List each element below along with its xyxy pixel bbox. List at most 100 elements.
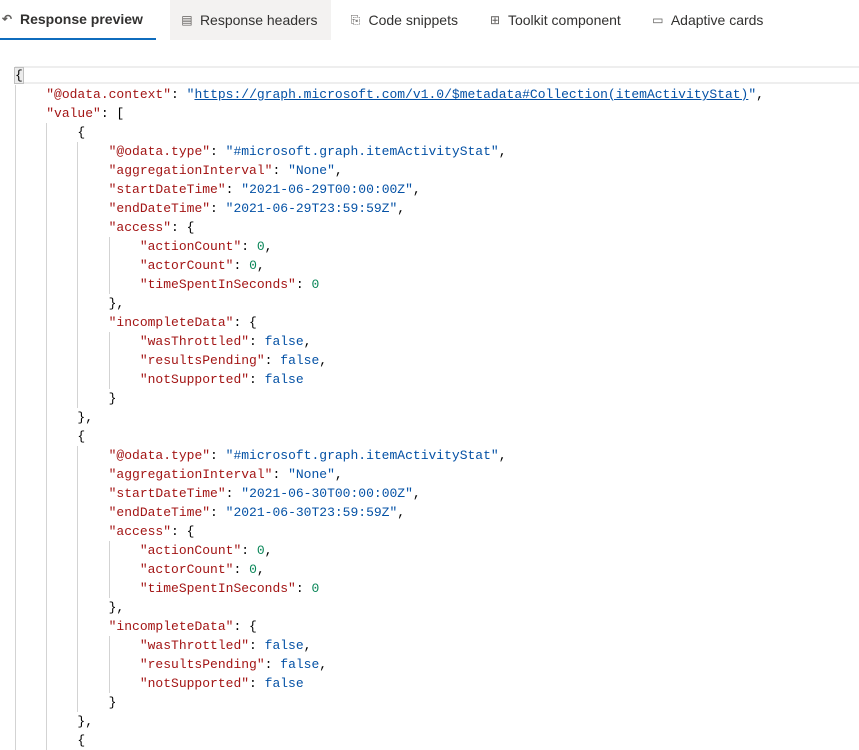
indent-guide: [15, 560, 16, 579]
code-token: :: [295, 581, 312, 596]
indent-guide: [108, 370, 110, 389]
code-token: ": [748, 87, 757, 102]
code-line: "timeSpentInSeconds": 0: [15, 579, 319, 598]
indent-guide: [15, 446, 16, 465]
indent-guide: [77, 484, 79, 503]
json-response-viewer[interactable]: { "@odata.context": "https://graph.micro…: [0, 66, 859, 750]
tab-adaptive-cards[interactable]: ▭ Adaptive cards: [648, 0, 777, 40]
code-line: "@odata.type": "#microsoft.graph.itemAct…: [15, 446, 507, 465]
indent-guide: [15, 427, 16, 446]
indent-guide: [77, 693, 79, 712]
code-token: :: [233, 258, 250, 273]
code-token: ,: [412, 486, 421, 501]
indent-guide: [15, 579, 16, 598]
code-token: false: [264, 676, 304, 691]
indent-guide: [108, 351, 110, 370]
indent-guide: [108, 579, 110, 598]
code-token: "None": [288, 163, 335, 178]
code-token: ,: [256, 562, 265, 577]
indent-guide: [108, 636, 110, 655]
code-line: },: [15, 408, 93, 427]
code-token: : [: [100, 106, 125, 121]
indent-guide: [15, 104, 16, 123]
indent-guide: [15, 351, 16, 370]
tab-label: Response preview: [20, 11, 143, 27]
code-token: "access": [108, 220, 172, 235]
code-token: ,: [264, 543, 273, 558]
code-token: "timeSpentInSeconds": [139, 277, 296, 292]
code-token: 0: [249, 258, 257, 273]
indent-guide: [15, 389, 16, 408]
indent-guide: [46, 142, 48, 161]
indent-guide: [77, 313, 79, 332]
code-line: "wasThrottled": false,: [15, 636, 312, 655]
code-line: "access": {: [15, 522, 195, 541]
code-token: "wasThrottled": [139, 638, 250, 653]
code-token: "actionCount": [139, 239, 242, 254]
indent-guide: [77, 275, 79, 294]
code-token: :: [210, 505, 226, 520]
code-token: "timeSpentInSeconds": [139, 581, 296, 596]
code-line: {: [14, 66, 24, 85]
code-token: "resultsPending": [139, 657, 265, 672]
code-token: {: [77, 125, 86, 140]
code-token: "@odata.type": [108, 144, 211, 159]
indent-guide: [77, 161, 79, 180]
code-line: "access": {: [15, 218, 195, 237]
code-token: "startDateTime": [108, 486, 226, 501]
indent-guide: [15, 503, 16, 522]
code-token: },: [108, 600, 125, 615]
toolkit-icon: ⊞: [489, 13, 501, 27]
tab-response-headers[interactable]: ▤Response headers: [169, 0, 332, 40]
code-token: "None": [288, 467, 335, 482]
code-token: "resultsPending": [139, 353, 265, 368]
code-line: "actorCount": 0,: [15, 256, 265, 275]
indent-guide: [46, 541, 48, 560]
indent-guide: [46, 427, 48, 446]
code-line: {: [15, 427, 85, 446]
code-line: "incompleteData": {: [15, 313, 257, 332]
code-token: :: [249, 334, 265, 349]
code-token: },: [77, 410, 94, 425]
code-line: "timeSpentInSeconds": 0: [15, 275, 319, 294]
tab-code-snippets[interactable]: ⎘Code snippets: [345, 0, 471, 40]
indent-guide: [46, 313, 48, 332]
code-token: "actorCount": [139, 562, 234, 577]
tab-toolkit-component[interactable]: ⊞ Toolkit component: [485, 0, 634, 40]
indent-guide: [46, 351, 48, 370]
code-line: {: [15, 123, 85, 142]
indent-guide: [46, 446, 48, 465]
indent-guide: [77, 218, 79, 237]
tab-label: Toolkit component: [507, 12, 621, 28]
code-token: :: [210, 201, 226, 216]
indent-guide: [77, 142, 79, 161]
tab-label: Response headers: [199, 12, 318, 28]
indent-guide: [46, 674, 48, 693]
code-token: ,: [334, 467, 343, 482]
code-token: "2021-06-30T00:00:00Z": [241, 486, 413, 501]
code-line: },: [15, 598, 125, 617]
indent-guide: [15, 674, 16, 693]
code-token: ,: [397, 201, 406, 216]
indent-guide: [15, 161, 16, 180]
indent-guide: [77, 465, 79, 484]
indent-guide: [46, 522, 48, 541]
indent-guide: [46, 370, 48, 389]
indent-guide: [46, 598, 48, 617]
indent-guide: [46, 579, 48, 598]
indent-guide: [15, 256, 16, 275]
indent-guide: [15, 199, 16, 218]
indent-guide: [15, 142, 16, 161]
tab-response-preview[interactable]: ↶Response preview: [0, 0, 156, 40]
code-line: "endDateTime": "2021-06-29T23:59:59Z",: [15, 199, 405, 218]
tab-label: Adaptive cards: [670, 12, 764, 28]
context-link[interactable]: https://graph.microsoft.com/v1.0/$metada…: [194, 87, 749, 102]
code-line: {: [15, 731, 85, 750]
code-line: },: [15, 712, 93, 731]
code-token: : {: [233, 315, 257, 330]
code-token: :: [210, 448, 226, 463]
card-icon: ▭: [652, 13, 664, 27]
indent-guide: [46, 484, 48, 503]
code-token: "actorCount": [139, 258, 234, 273]
indent-guide: [77, 389, 79, 408]
